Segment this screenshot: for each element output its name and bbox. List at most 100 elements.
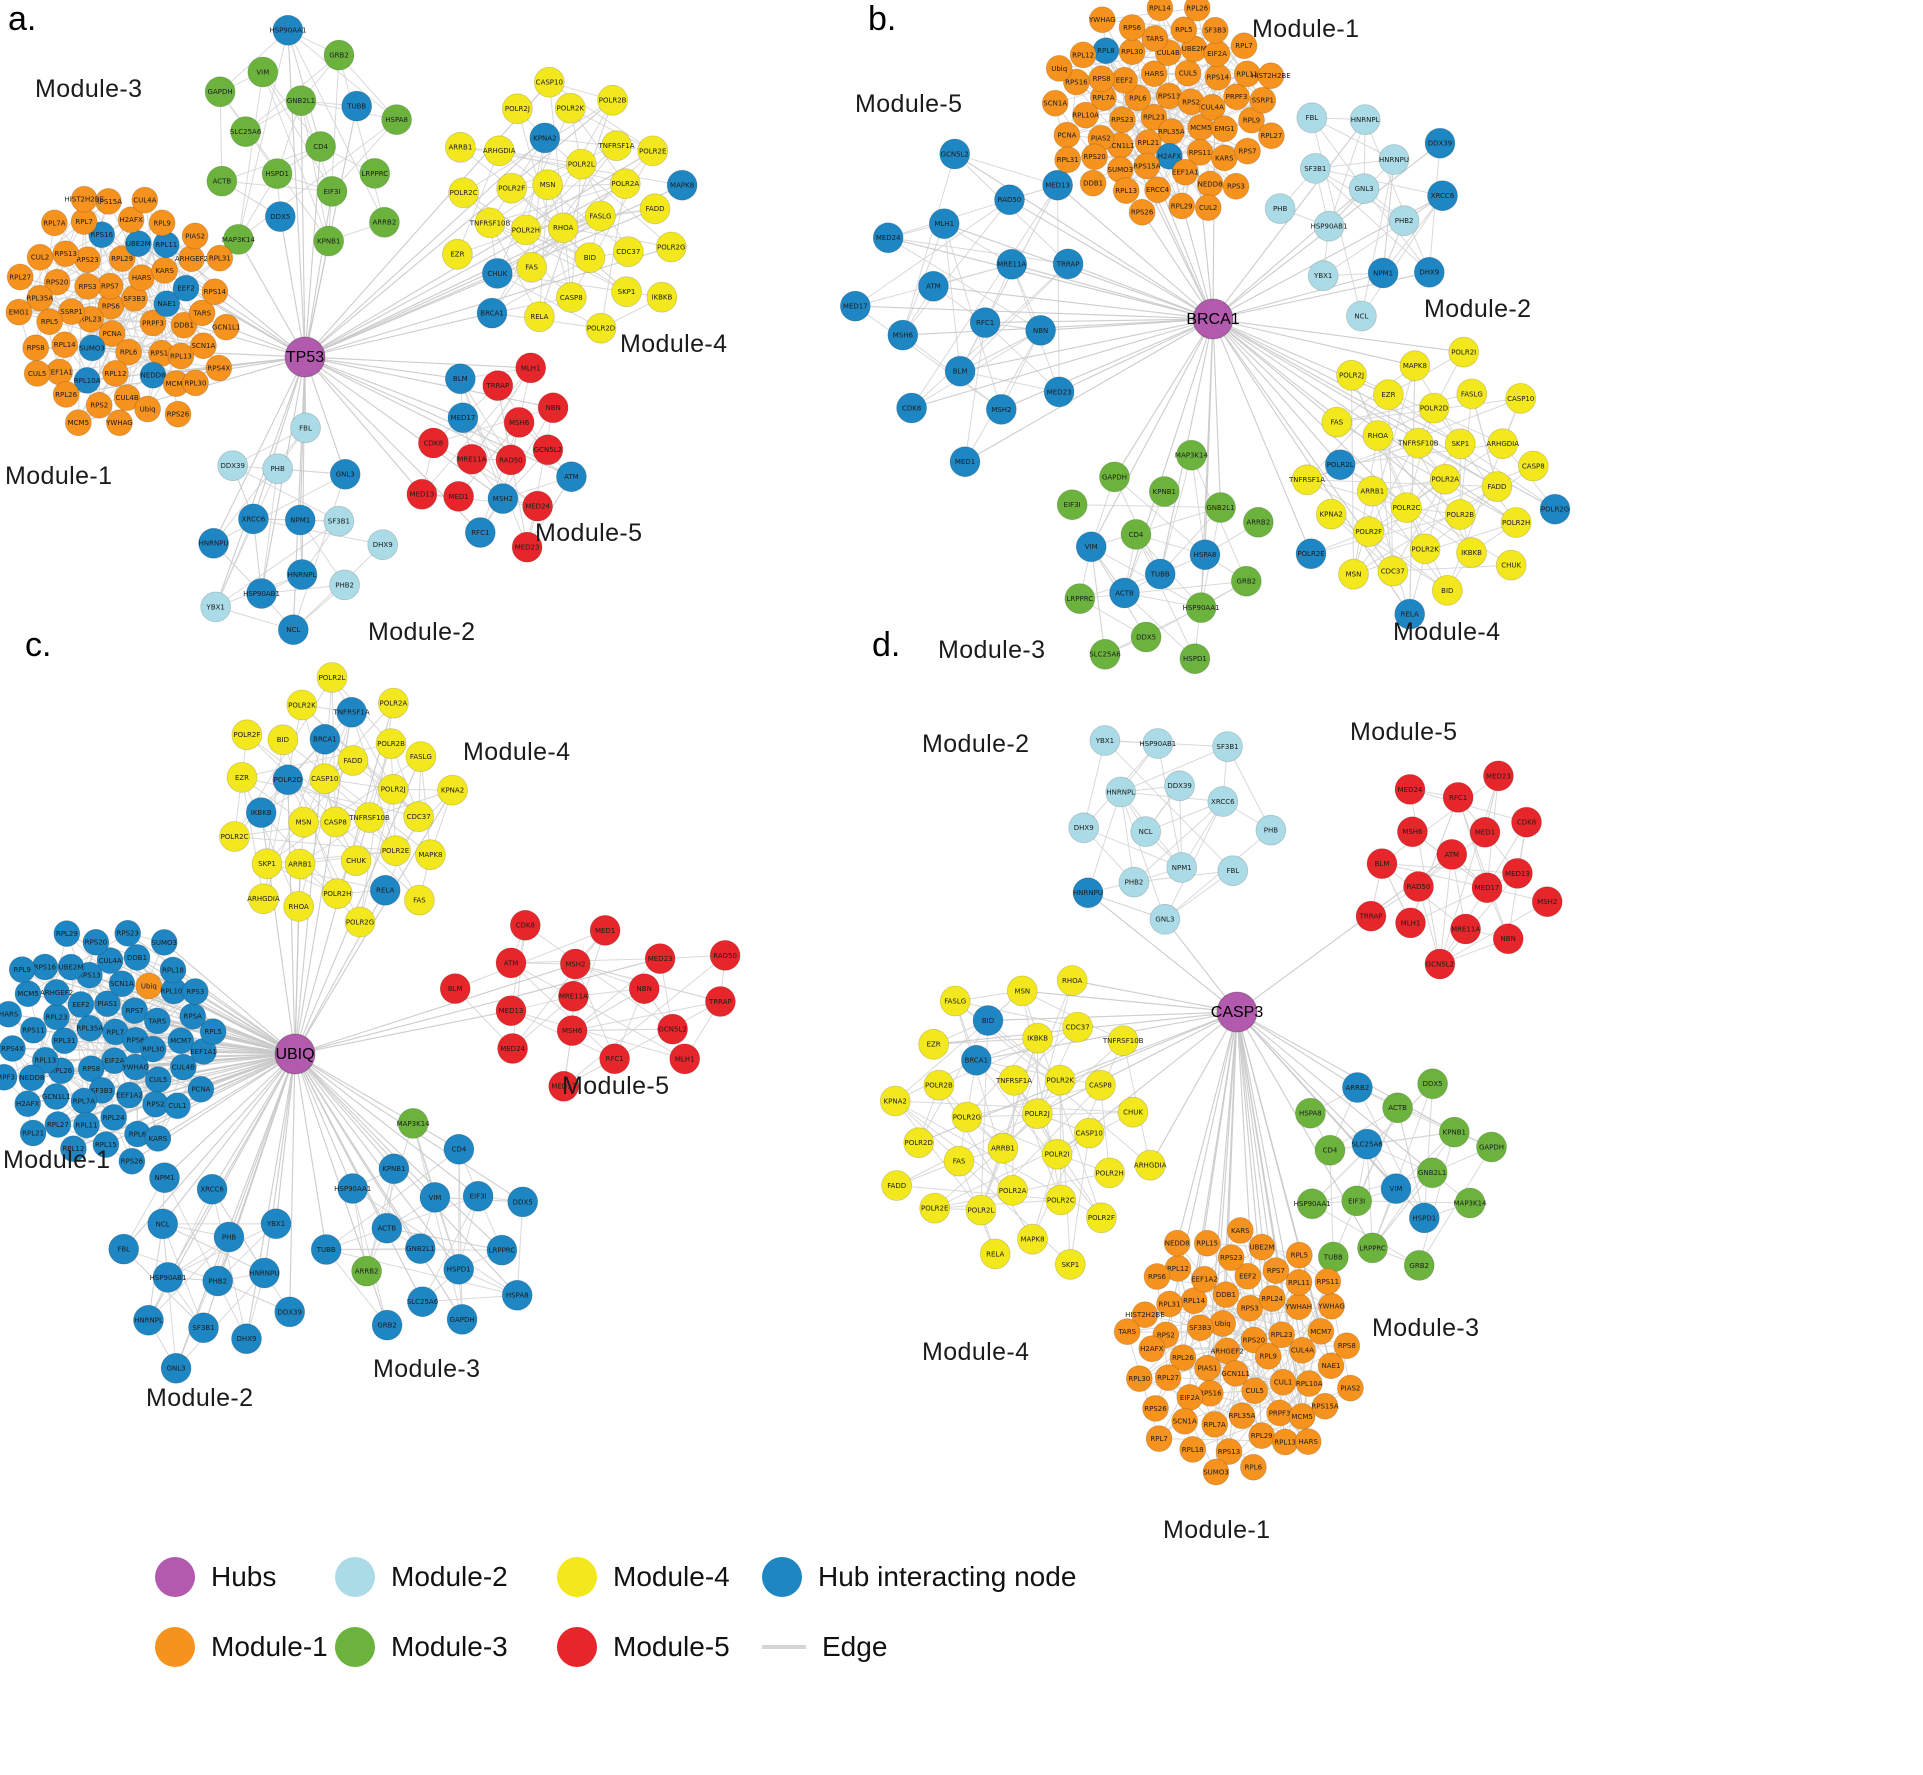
node-dhx9[interactable]: DHX9: [1068, 812, 1100, 844]
node-phb2[interactable]: PHB2: [1118, 866, 1150, 898]
node-sumo3[interactable]: SUMO3: [1202, 1458, 1230, 1486]
node-rps3[interactable]: RPS3: [1222, 172, 1250, 200]
node-rps4x[interactable]: RPS4X: [205, 354, 233, 382]
node-rps26[interactable]: RPS26: [1128, 198, 1156, 226]
node-mcm7[interactable]: MCM7: [1307, 1318, 1335, 1345]
node-msh2[interactable]: MSH2: [1531, 886, 1563, 918]
node-eif2a[interactable]: EIF2A: [1176, 1384, 1204, 1411]
node-polr2l[interactable]: POLR2L: [316, 662, 348, 693]
node-rpl7a[interactable]: RPL7A: [41, 209, 68, 237]
node-rps15a[interactable]: RPS15A: [1133, 152, 1161, 180]
node-polr2e[interactable]: POLR2E: [919, 1192, 951, 1224]
node-scn1a[interactable]: SCN1A: [1171, 1407, 1199, 1435]
node-chuk[interactable]: CHUK: [1117, 1096, 1149, 1128]
node-lrpprc[interactable]: LRPPRC: [359, 157, 391, 189]
node-atm[interactable]: ATM: [918, 270, 949, 302]
node-rpl31[interactable]: RPL31: [51, 1027, 78, 1055]
node-rpl27[interactable]: RPL27: [1258, 122, 1285, 150]
node-med17[interactable]: MED17: [548, 1070, 580, 1102]
node-rps6[interactable]: RPS6: [1143, 1263, 1171, 1290]
node-polr2b[interactable]: POLR2B: [597, 84, 628, 116]
node-tnfrsf10b[interactable]: TNFRSF10B: [1397, 427, 1439, 459]
node-mcm5[interactable]: MCM5: [14, 980, 42, 1008]
node-eif3i[interactable]: EIF3I: [316, 175, 348, 207]
node-rps8[interactable]: RPS8: [1333, 1332, 1361, 1360]
node-rela[interactable]: RELA: [369, 874, 401, 906]
node-arrb1[interactable]: ARRB1: [444, 131, 476, 163]
node-phb[interactable]: PHB: [1264, 193, 1296, 225]
node-ikbkb[interactable]: IKBKB: [1022, 1022, 1053, 1054]
node-med17[interactable]: MED17: [1471, 872, 1503, 904]
node-polr2i[interactable]: POLR2I: [1448, 336, 1480, 368]
node-rpl31[interactable]: RPL31: [206, 244, 234, 272]
node-rpl8[interactable]: RPL8: [1092, 37, 1120, 65]
node-hspa8[interactable]: HSPA8: [501, 1279, 533, 1311]
node-eef2[interactable]: EEF2: [67, 991, 95, 1018]
node-msn[interactable]: MSN: [1006, 975, 1038, 1007]
node-fadd[interactable]: FADD: [639, 193, 671, 225]
node-polr2e[interactable]: POLR2E: [1295, 538, 1327, 570]
node-phb2[interactable]: PHB2: [1388, 205, 1420, 237]
node-cul5[interactable]: CUL5: [1174, 59, 1202, 87]
node-cdc37[interactable]: CDC37: [1062, 1011, 1093, 1043]
node-fas[interactable]: FAS: [1321, 406, 1353, 438]
node-rpl6[interactable]: RPL6: [1240, 1453, 1267, 1481]
node-med23[interactable]: MED23: [1483, 760, 1514, 792]
node-atm[interactable]: ATM: [1436, 839, 1468, 870]
node-polr2b[interactable]: POLR2B: [375, 728, 407, 759]
node-skp1[interactable]: SKP1: [1054, 1249, 1086, 1280]
node-polr2j[interactable]: POLR2J: [502, 93, 533, 125]
node-rpl10a[interactable]: RPL10A: [1295, 1370, 1323, 1397]
node-ubiq[interactable]: Ubiq: [135, 972, 163, 1000]
node-fas[interactable]: FAS: [403, 884, 435, 916]
node-rps13[interactable]: RPS13: [52, 240, 80, 268]
node-hspa8[interactable]: HSPA8: [1295, 1097, 1326, 1129]
node-polr2l[interactable]: POLR2L: [1324, 449, 1356, 481]
node-xrcc6[interactable]: XRCC6: [196, 1173, 228, 1205]
node-polr2c[interactable]: POLR2C: [1045, 1184, 1077, 1216]
node-polr2l[interactable]: POLR2L: [965, 1194, 997, 1226]
node-arhgdia[interactable]: ARHGDIA: [1486, 428, 1519, 460]
node-phb[interactable]: PHB: [213, 1221, 245, 1253]
node-atm[interactable]: ATM: [556, 461, 587, 493]
node-mlh1[interactable]: MLH1: [669, 1043, 701, 1075]
node-ube2m[interactable]: UBE2M: [57, 953, 85, 981]
node-cul5[interactable]: CUL5: [23, 359, 51, 387]
node-cd4[interactable]: CD4: [305, 131, 337, 162]
node-msh6[interactable]: MSH6: [556, 1015, 588, 1046]
node-rhoa[interactable]: RHOA: [1362, 420, 1394, 451]
node-polr2d[interactable]: POLR2D: [903, 1127, 935, 1159]
node-rps7[interactable]: RPS7: [121, 997, 149, 1024]
node-hspa8[interactable]: HSPA8: [1189, 539, 1221, 571]
node-med24[interactable]: MED24: [1394, 774, 1426, 805]
node-kpna2[interactable]: KPNA2: [1315, 498, 1347, 530]
node-fbl[interactable]: FBL: [108, 1233, 140, 1265]
node-mapk8[interactable]: MAPK8: [1017, 1223, 1048, 1255]
node-trrap[interactable]: TRRAP: [1355, 900, 1387, 932]
node-arrb2[interactable]: ARRB2: [368, 206, 400, 238]
node-eef1a1[interactable]: EEF1A1: [1171, 158, 1199, 186]
node-actb[interactable]: ACTB: [206, 165, 238, 197]
node-ikbkb[interactable]: IKBKB: [646, 281, 678, 313]
node-rela[interactable]: RELA: [524, 301, 555, 333]
node-rpl7[interactable]: RPL7: [1230, 32, 1258, 60]
node-rpl29[interactable]: RPL29: [1248, 1422, 1276, 1449]
node-rps15a[interactable]: RPS15A: [1311, 1392, 1339, 1420]
node-tubb[interactable]: TUBB: [1317, 1241, 1349, 1273]
node-arrb2[interactable]: ARRB2: [1242, 506, 1274, 538]
node-npm1[interactable]: NPM1: [1367, 257, 1399, 289]
node-rfc1[interactable]: RFC1: [1442, 782, 1474, 813]
node-gcn5l2[interactable]: GCN5L2: [532, 434, 564, 466]
node-rpl11[interactable]: RPL11: [1285, 1269, 1313, 1296]
node-polr2f[interactable]: POLR2F: [1353, 516, 1385, 547]
node-ywhah[interactable]: YWHAH: [1284, 1293, 1313, 1321]
node-pias2[interactable]: PIAS2: [181, 222, 209, 250]
node-polr2g[interactable]: POLR2G: [951, 1101, 983, 1133]
node-cul2[interactable]: CUL2: [26, 243, 54, 271]
node-rps23[interactable]: RPS23: [114, 919, 142, 947]
node-polr2d[interactable]: POLR2D: [272, 764, 304, 796]
node-hars[interactable]: HARS: [1294, 1428, 1322, 1455]
node-sumo3[interactable]: SUMO3: [150, 929, 178, 956]
node-prpf3[interactable]: PRPF3: [0, 1063, 18, 1091]
node-lrpprc[interactable]: LRPPRC: [1357, 1232, 1388, 1264]
